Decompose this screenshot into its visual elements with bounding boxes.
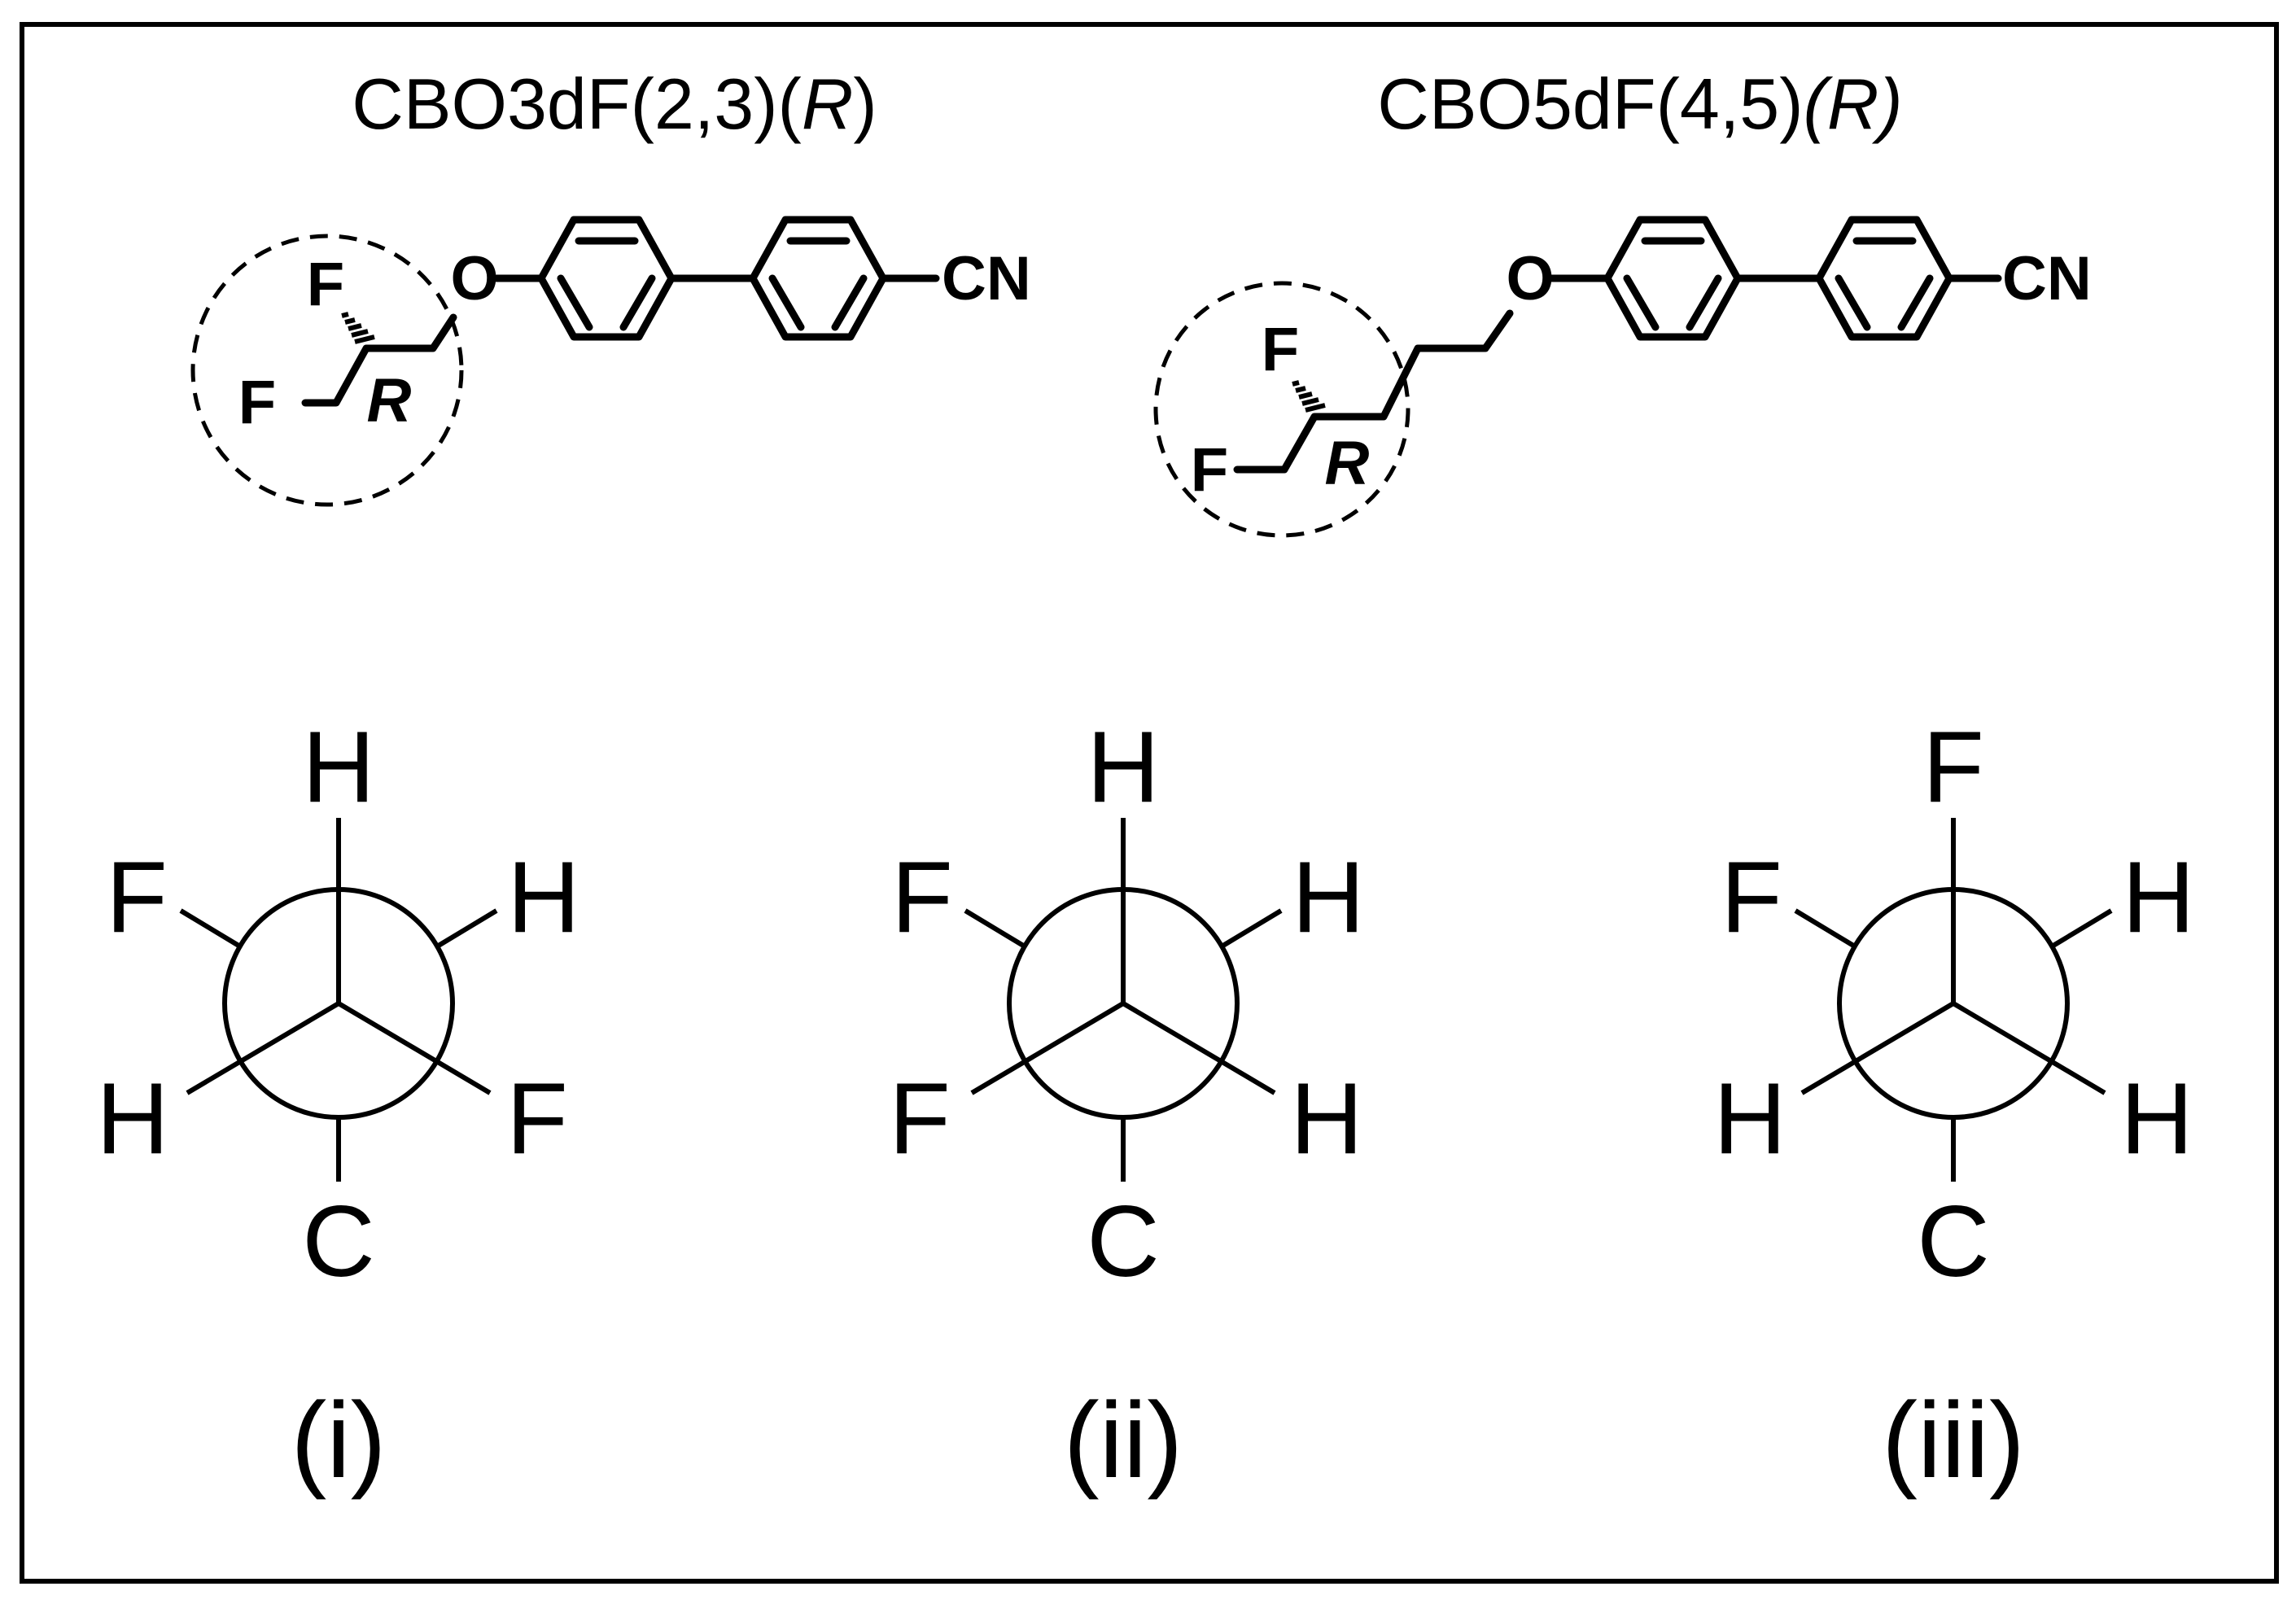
molecule-1-name: CBO3dF(2,3)(R) [352,63,877,144]
newman-2-upper-left-atom: F [891,841,953,954]
molecule-2: CBO5dF(4,5)(R) O CN F F R [1153,63,2092,538]
molecule-2-chain [1233,309,1514,474]
newman-2-top-atom: H [1087,711,1160,824]
molecule-2-hashed-wedge [1292,380,1326,413]
molecule-1-stereo-label: R [367,366,412,435]
newman-2-lower-left-atom: F [889,1063,951,1175]
newman-3-bottom-atom: C [1917,1186,1990,1298]
newman-1-bottom-atom: C [302,1186,375,1298]
molecule-2-name: CBO5dF(4,5)(R) [1377,63,1902,144]
newman-projection-3: F F H H H C (iii) [1713,711,2195,1500]
molecule-1-hashed-wedge [341,312,375,344]
newman-2-upper-right-atom: H [1292,841,1365,954]
molecule-2-atom-o: O [1506,244,1554,313]
newman-3-upper-right-atom: H [2122,841,2195,954]
newman-3-lower-right-atom: H [2120,1063,2193,1175]
newman-3-lower-left-atom: H [1713,1063,1787,1175]
molecule-1-atom-f-bottom: F [238,368,276,437]
newman-1-caption: (i) [291,1380,386,1500]
newman-1-upper-left-atom: F [106,841,168,954]
highlight-circle-1 [190,234,464,507]
molecule-2-atom-cn: CN [2002,244,2092,313]
newman-1-lower-right-atom: F [506,1063,568,1175]
newman-projection-2: H F H F H C (ii) [889,711,1365,1500]
newman-2-bottom-atom: C [1087,1186,1160,1298]
figure-frame [20,22,2279,1584]
molecule-1-atom-f-top: F [307,250,344,319]
molecule-2-stereo-label: R [1325,429,1370,498]
molecule-1-chain [301,313,457,407]
newman-projection-1: H F H H F C (i) [96,711,580,1500]
molecule-2-atom-f-top: F [1262,315,1299,384]
newman-3-upper-left-atom: F [1721,841,1782,954]
newman-1-lower-left-atom: H [96,1063,169,1175]
newman-2-caption: (ii) [1064,1380,1183,1500]
molecule-1: CBO3dF(2,3)(R) O CN F F R [190,63,1031,507]
newman-2-lower-right-atom: H [1290,1063,1363,1175]
molecule-1-atom-o: O [450,244,498,313]
molecule-2-atom-f-bottom: F [1191,435,1228,505]
newman-1-upper-right-atom: H [507,841,580,954]
newman-1-top-atom: H [302,711,375,824]
molecule-1-atom-cn: CN [942,244,1031,313]
highlight-circle-2 [1153,281,1410,538]
newman-3-top-atom: F [1922,711,1984,824]
newman-3-caption: (iii) [1882,1380,2025,1500]
